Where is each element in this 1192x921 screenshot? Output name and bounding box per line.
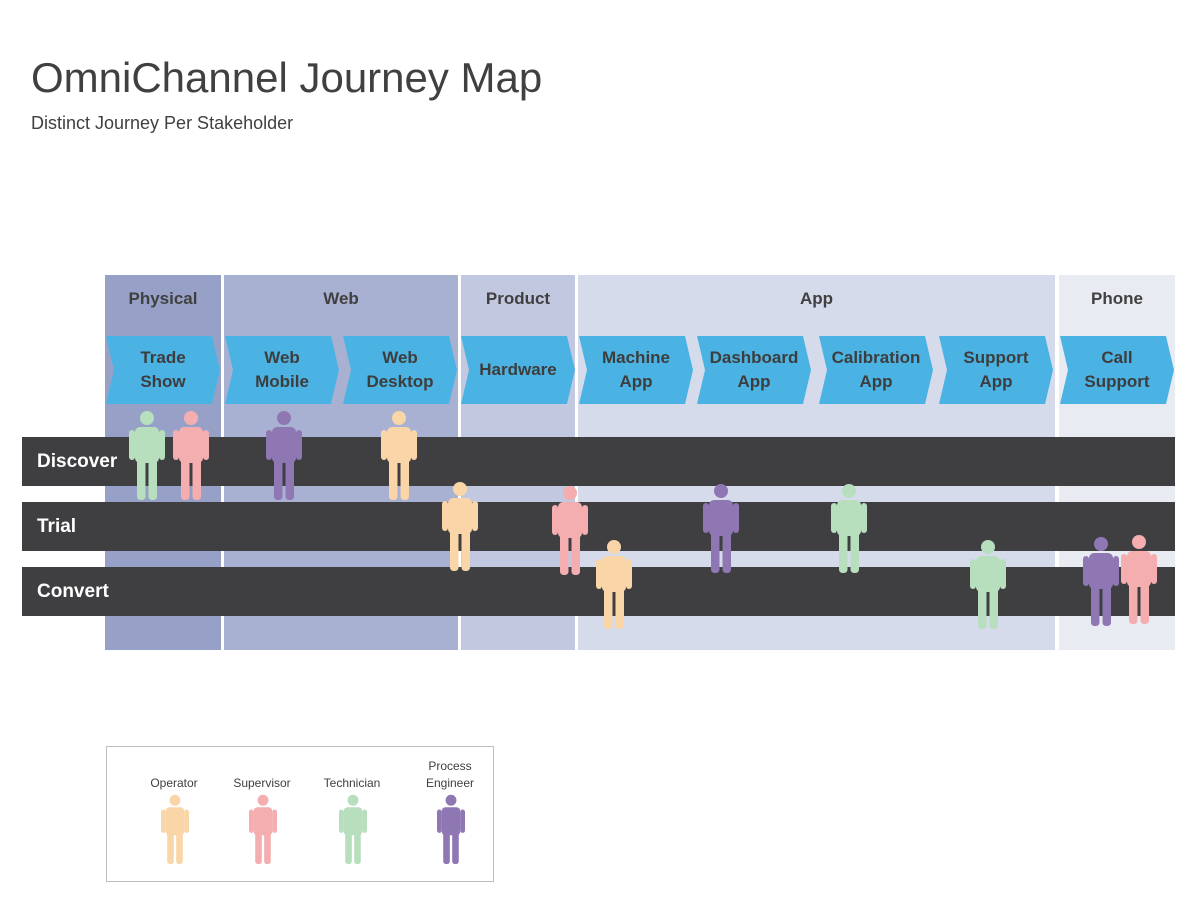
stage-label: Discover [37,451,118,472]
supervisor-person-icon [249,793,277,870]
touchpoint-call-support: Call Support [1060,336,1174,404]
touchpoint-label: Hardware [479,360,557,379]
operator-person-icon [596,539,632,634]
process-engineer-person-icon [1083,536,1119,631]
channel-header: App [799,289,834,308]
technician-person-icon [339,793,367,870]
channel-header: Web [323,289,359,308]
channel-header: Phone [1091,289,1143,308]
chevron-shape [343,336,457,404]
supervisor-person-icon [1121,534,1157,629]
touchpoint-dashboard-app: Dashboard App [697,336,811,404]
touchpoint-label: Support App [963,348,1029,391]
chevron-shape [819,336,933,404]
technician-person-icon [129,410,165,505]
touchpoint-trade-show: Trade Show [106,336,220,404]
legend-label: Process Engineer [425,759,475,790]
supervisor-person-icon [173,410,209,505]
touchpoint-calibration-app: Calibration App [819,336,933,404]
chevron-shape [579,336,693,404]
chevron-shape [106,336,220,404]
touchpoint-label: Call Support [1084,348,1150,391]
touchpoint-label: Web Desktop [366,348,434,391]
touchpoint-hardware: Hardware [461,336,575,404]
operator-person-icon [442,481,478,576]
process-engineer-person-icon [437,793,465,870]
touchpoint-web-desktop: Web Desktop [343,336,457,404]
stage-band-discover: Discover [22,437,1175,486]
touchpoint-machine-app: Machine App [579,336,693,404]
page-subtitle: Distinct Journey Per Stakeholder [31,113,294,133]
operator-person-icon [161,793,189,870]
page-title: OmniChannel Journey Map [31,54,543,101]
chevron-shape [225,336,339,404]
legend: Operator Supervisor Technician Process E… [106,746,494,882]
stage-label: Convert [37,581,109,602]
chevron-shape [939,336,1053,404]
legend-label: Technician [323,776,381,790]
touchpoint-label: Calibration App [831,348,921,391]
touchpoint-label: Web Mobile [255,348,309,391]
channel-header: Physical [128,289,198,308]
touchpoint-label: Machine App [601,348,671,391]
supervisor-person-icon [552,485,588,580]
touchpoint-web-mobile: Web Mobile [225,336,339,404]
legend-label: Operator [150,776,198,790]
process-engineer-person-icon [703,483,739,578]
touchpoint-label: Trade Show [140,348,186,391]
technician-person-icon [970,539,1006,634]
chevron-shape [461,336,575,404]
touchpoint-support-app: Support App [939,336,1053,404]
technician-person-icon [831,483,867,578]
chevron-shape [1060,336,1174,404]
process-engineer-person-icon [266,410,302,505]
stage-label: Trial [37,516,77,537]
legend-label: Supervisor [233,776,291,790]
chevron-shape [697,336,811,404]
operator-person-icon [381,410,417,505]
touchpoint-label: Dashboard App [709,348,799,391]
channel-header: Product [485,289,551,308]
